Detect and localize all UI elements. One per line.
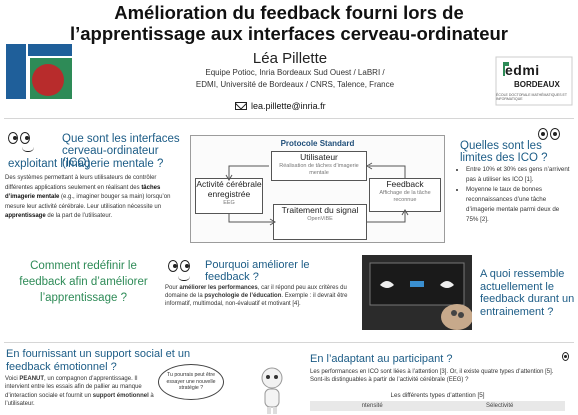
protocol-signal-label: Traitement du signal	[281, 205, 359, 215]
protocol-user-label: Utilisateur	[300, 152, 338, 162]
section-social-body: Voici PEANUT, un compagnon d’apprentissa…	[5, 376, 154, 408]
limits-item-1: Entre 10% et 30% ces gens n’arrivent pas…	[466, 165, 573, 185]
limits-list: Entre 10% et 30% ces gens n’arrivent pas…	[458, 165, 573, 225]
edmi-sub: BORDEAUX	[514, 80, 560, 89]
header-divider	[4, 118, 574, 119]
affiliation-line-1: Equipe Potioc, Inria Bordeaux Sud Ouest …	[205, 68, 385, 77]
poster-title: Amélioration du feedback fourni lors de …	[69, 2, 508, 44]
edmi-name: edmi	[505, 62, 540, 78]
lower-divider	[4, 342, 574, 343]
attention-table-header: ntensité Sélectivité	[310, 401, 565, 411]
eyes-icon	[8, 132, 30, 144]
protocol-signal-box: Traitement du signal OpenViBE	[273, 204, 367, 240]
section-redefine-title: Comment redéfinir le feedback afin d’amé…	[19, 260, 148, 304]
eyes-icon-right	[538, 128, 560, 140]
section-why-title: Pourquoi améliorer le feedback ?	[205, 259, 310, 283]
attention-table-caption: Les différents types d’attention [5]	[390, 392, 485, 399]
protocol-feedback-sub: Affichage de la tâche reconnue	[379, 190, 431, 203]
protocol-user-box: Utilisateur Réalisation de tâches d’imag…	[271, 151, 367, 181]
robot-icon	[260, 366, 284, 415]
mail-icon	[235, 102, 247, 110]
section-why-body: Pour améliorer les performances, car il …	[165, 285, 348, 307]
protocol-signal-sub: OpenViBE	[307, 216, 333, 222]
edmi-logo	[495, 56, 573, 106]
protocol-feedback-box: Feedback Affichage de la tâche reconnue	[369, 178, 441, 212]
protocol-diagram: Protocole Standard Utilisateur Réalisati…	[190, 135, 445, 243]
protocol-eeg-label: Activité cérébrale enregistrée	[196, 179, 262, 199]
attention-col-intensity: ntensité	[361, 403, 383, 409]
section-social-title: En fournissant un support social et un f…	[6, 348, 191, 373]
speech-bubble: Tu pourrais peut être essayer une nouvel…	[158, 364, 224, 400]
section-current-feedback-title: A quoi ressemble actuellement le feedbac…	[480, 268, 575, 318]
eyes-icon-mid	[168, 260, 190, 272]
training-photo	[362, 255, 472, 330]
affiliation: Equipe Potioc, Inria Bordeaux Sud Ouest …	[150, 67, 440, 91]
email-row: lea.pillette@inria.fr	[235, 101, 375, 111]
protocol-arrows	[225, 162, 409, 226]
protocol-user-sub: Réalisation de tâches d’imagerie mentale	[279, 163, 359, 176]
author-name: Léa Pillette	[252, 50, 328, 67]
affiliation-line-2: EDMI, Université de Bordeaux / CNRS, Tal…	[195, 80, 395, 89]
section-limits-title: Quelles sont les limites des ICO ?	[460, 140, 548, 164]
inria-logo	[4, 40, 74, 104]
email-link[interactable]: lea.pillette@inria.fr	[251, 101, 326, 111]
eyes-icon-bottom	[562, 352, 569, 361]
attention-col-selectivity: Sélectivité	[485, 403, 514, 409]
section-ico-title-2: exploitant l’imagerie mentale ?	[8, 158, 164, 170]
protocol-feedback-label: Feedback	[386, 179, 424, 189]
section-adapt-title: En l’adaptant au participant ?	[310, 353, 453, 365]
section-ico-body: Des systèmes permettant à leurs utilisat…	[5, 175, 171, 219]
protocol-eeg-box: Activité cérébrale enregistrée EEG	[195, 178, 263, 214]
limits-item-2: Moyenne le taux de bonnes reconnaissance…	[466, 185, 573, 225]
mouth-icon	[22, 147, 34, 152]
protocol-eeg-sub: EEG	[223, 200, 235, 206]
protocol-title: Protocole Standard	[280, 139, 355, 148]
edmi-tagline: ÉCOLE DOCTORALE MATHÉMATIQUES ET INFORMA…	[496, 93, 567, 101]
section-ico-title: Que sont les interfaces cerveau-ordinate…	[62, 133, 180, 169]
mouth-icon-mid	[178, 276, 190, 281]
section-adapt-body: Les performances en ICO sont liées à l’a…	[310, 369, 554, 383]
